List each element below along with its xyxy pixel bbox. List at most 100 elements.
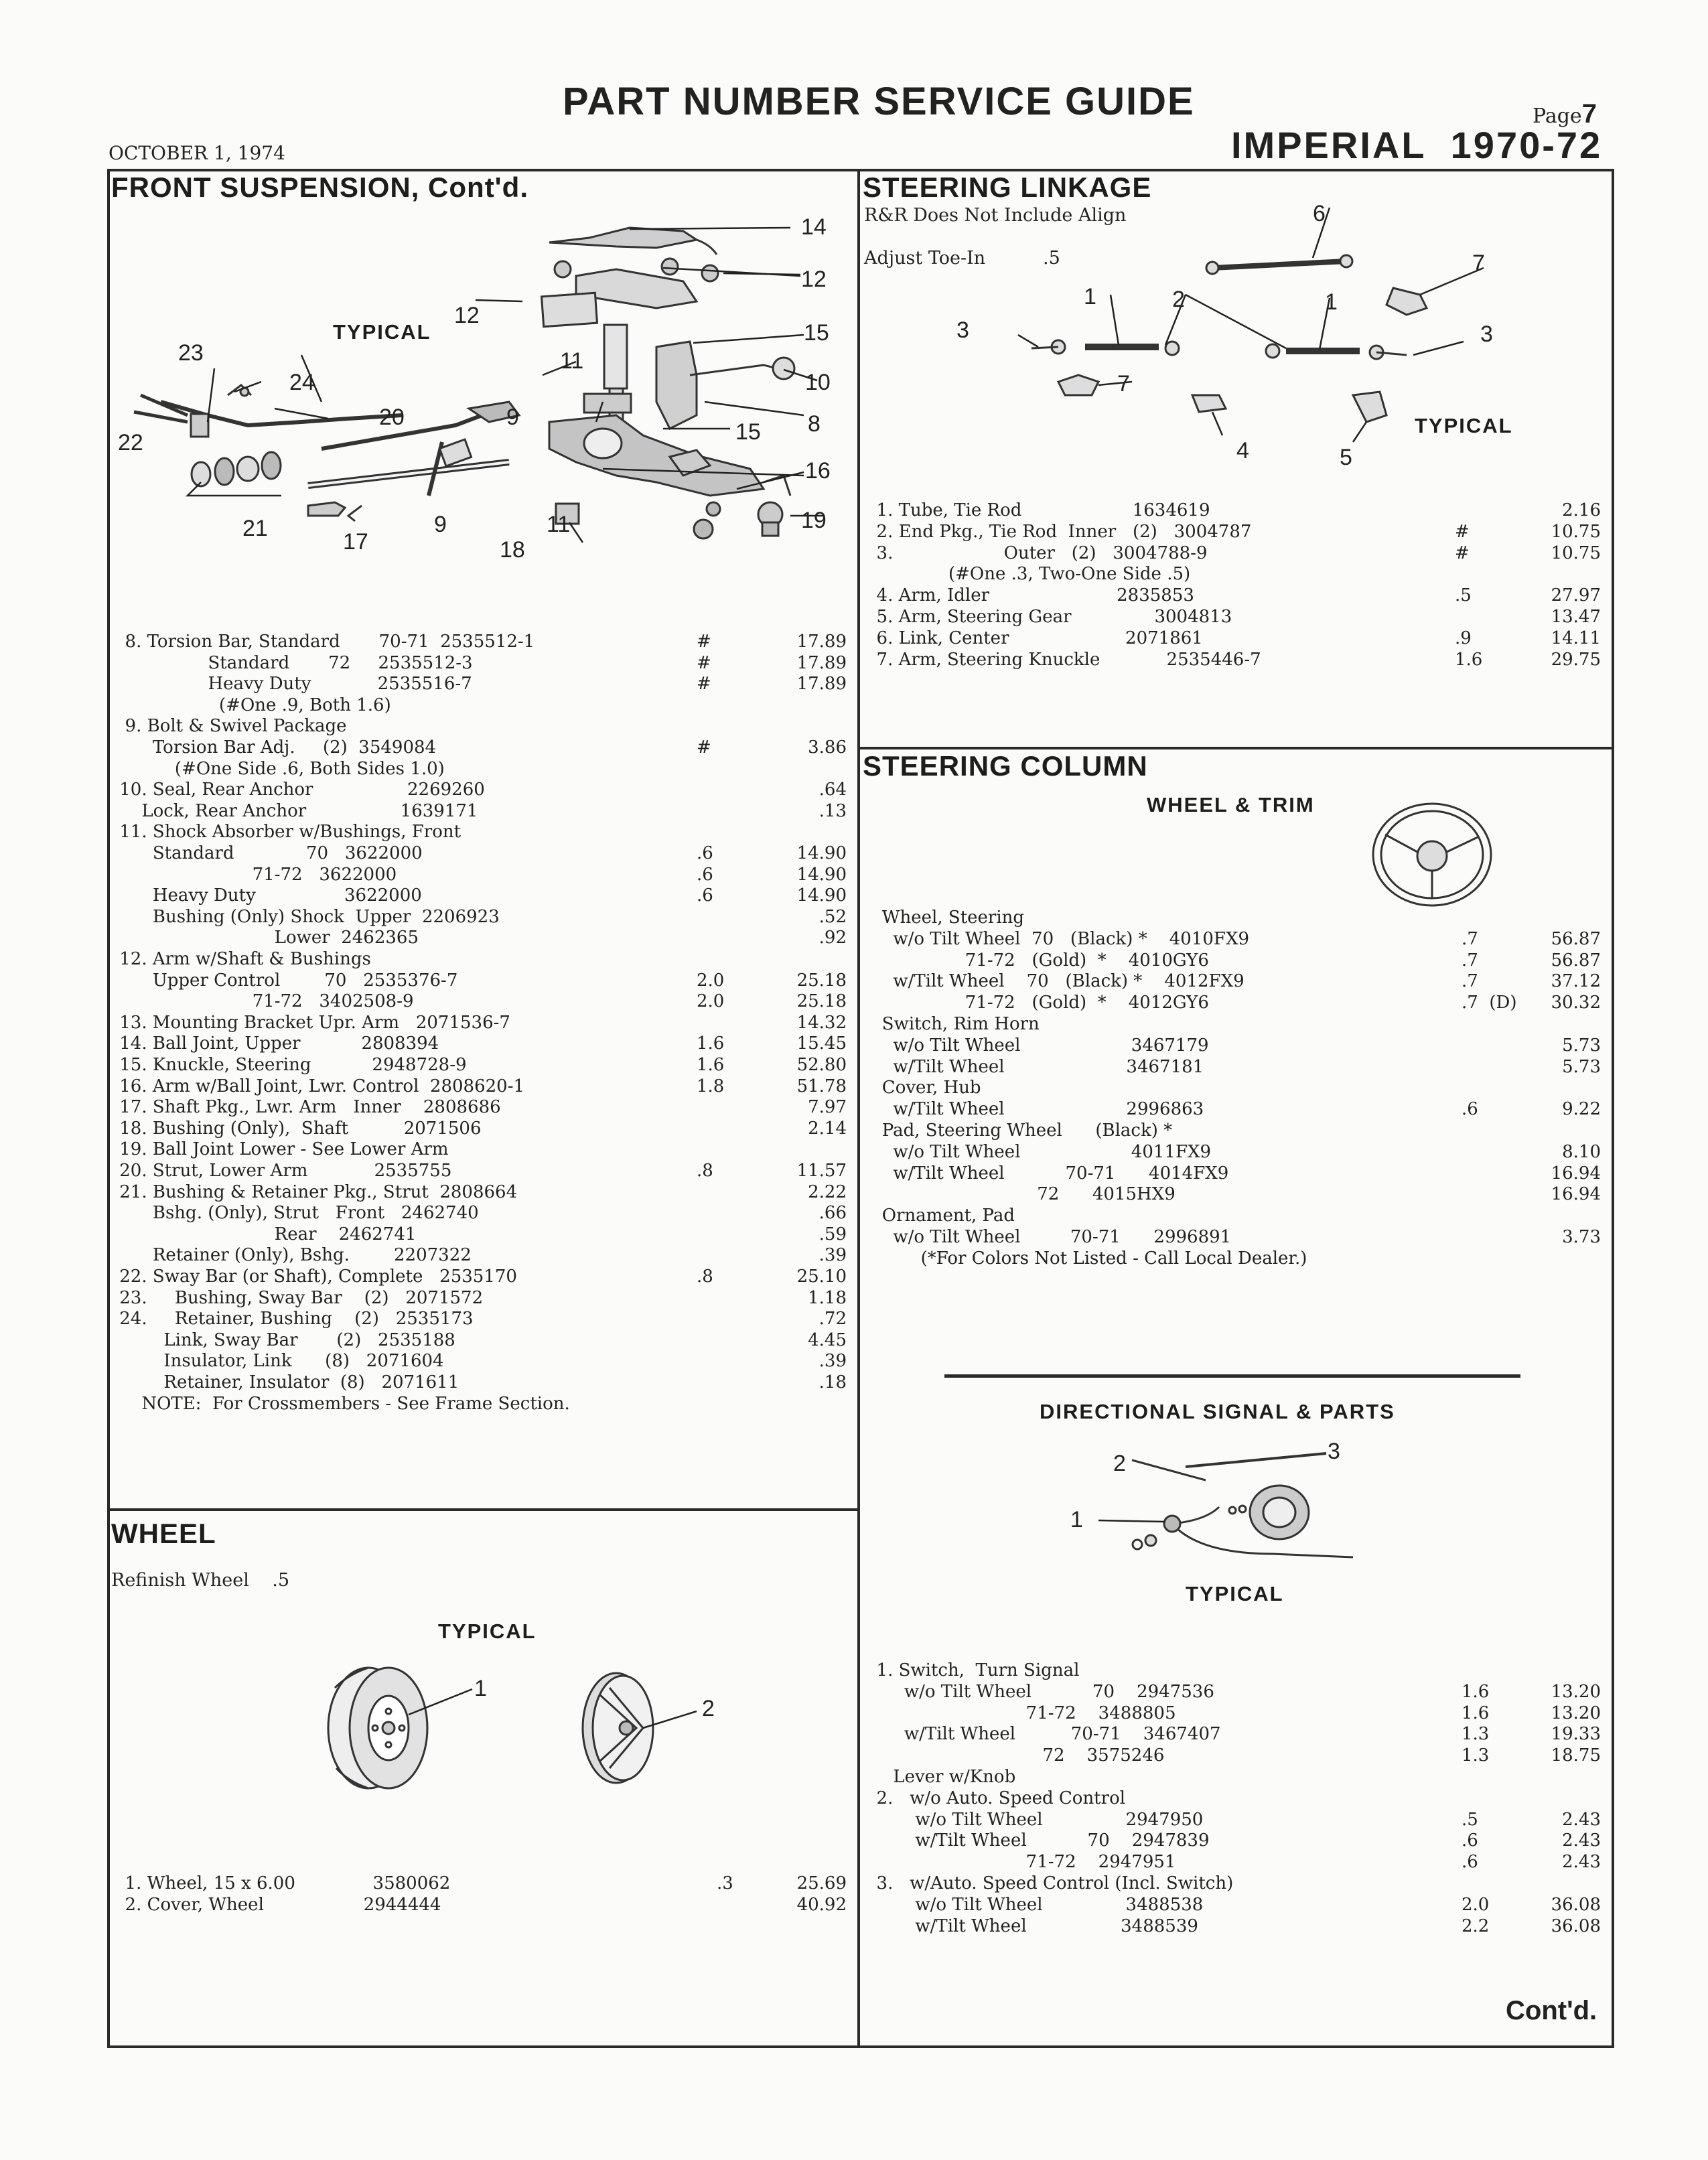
front-suspension-diagram-caption: TYPICAL [333,320,431,344]
labor-time: .5 [1462,1809,1478,1830]
linkage-note-toe: Adjust Toe-In .5 [864,248,1060,269]
part-description: 72 3575246 [865,1745,1165,1766]
part-row: 9. Bolt & Swivel Package [114,715,856,737]
directional-signal-parts-list: 1. Switch, Turn Signal w/o Tilt Wheel 70… [865,1660,1612,1936]
labor-time: .8 [697,1267,713,1287]
signal-callout-2: 2 [1113,1451,1126,1476]
front-suspension-title: FRONT SUSPENSION, Cont'd. [111,171,528,203]
callout-12: 12 [801,267,827,292]
labor-time: # [1455,521,1470,542]
part-description: Heavy Duty 2535516-7 [114,674,472,695]
list-price: 2.16 [1562,500,1601,520]
part-description: (#One Side .6, Both Sides 1.0) [114,758,445,779]
callout-8: 8 [808,411,821,437]
part-description: Ornament, Pad [865,1206,1015,1226]
list-price: 11.57 [796,1161,847,1181]
part-row: 12. Arm w/Shaft & Bushings [114,948,856,970]
labor-time: # [697,632,711,652]
column-section-divider [857,747,1614,749]
callout-24: 24 [289,370,315,395]
part-description: 8. Torsion Bar, Standard 70-71 2535512-1 [114,632,535,652]
callout-23: 23 [178,340,204,366]
part-row: (*For Colors Not Listed - Call Local Dea… [865,1248,1612,1269]
list-price: 10.75 [1551,521,1601,542]
labor-time: 1.3 [1462,1745,1490,1766]
list-price: 17.89 [796,632,847,652]
list-price: 1.18 [808,1287,847,1308]
part-description: 9. Bolt & Swivel Package [114,716,347,737]
part-description: w/Tilt Wheel 70 2947839 [865,1830,1210,1851]
labor-time: .6 [1462,1852,1478,1873]
list-price: 27.97 [1551,585,1601,606]
part-row: Switch, Rim Horn [865,1013,1612,1035]
part-description: 23. Bushing, Sway Bar (2) 2071572 [114,1287,484,1308]
part-description: w/o Tilt Wheel 3488538 [865,1894,1204,1915]
part-description: Insulator, Link (8) 2071604 [114,1351,444,1372]
list-price: 13.20 [1551,1681,1601,1702]
wheel-title: WHEEL [111,1518,216,1549]
callout-19: 19 [801,508,827,533]
part-row: 10. Seal, Rear Anchor 2269260.64 [114,779,856,800]
list-price: 17.89 [796,652,847,673]
part-row: Cover, Hub [865,1077,1612,1098]
list-price: 25.18 [796,970,847,991]
part-description: 12. Arm w/Shaft & Bushings [114,949,371,969]
part-description: Cover, Hub [865,1078,981,1098]
callout-9a: 9 [506,405,519,430]
part-row: Torsion Bar Adj. (2) 3549084#3.86 [114,737,856,758]
part-row: Rear 2462741.59 [114,1224,856,1245]
labor-time: 2.0 [1462,1894,1490,1915]
part-description: 1. Wheel, 15 x 6.00 3580062 [114,1873,451,1893]
part-row: (#One .9, Both 1.6) [114,695,856,716]
part-row: 21. Bushing & Retainer Pkg., Strut 28086… [114,1181,856,1203]
list-price: 18.75 [1551,1745,1601,1766]
part-description: 71-72 3622000 [114,864,397,885]
list-price: 2.14 [808,1118,847,1139]
part-row: Standard 72 2535512-3#17.89 [114,652,856,674]
labor-time: .5 [1455,585,1472,606]
part-description: 3. w/Auto. Speed Control (Incl. Switch) [865,1873,1234,1893]
part-row: 24. Retainer, Bushing (2) 2535173.72 [114,1308,856,1329]
part-row: Ornament, Pad [865,1205,1612,1226]
part-row: Heavy Duty 2535516-7#17.89 [114,673,856,695]
linkage-callout-1b: 1 [1325,289,1338,315]
list-price: .18 [819,1372,847,1392]
list-price: 8.10 [1562,1141,1601,1162]
part-description: w/Tilt Wheel 70 (Black) * 4012FX9 [865,971,1244,992]
list-price: 51.78 [796,1076,847,1096]
part-description: 19. Ball Joint Lower - See Lower Arm [114,1139,449,1160]
labor-time: # [697,674,711,695]
labor-time: # [1455,543,1470,563]
labor-time: # [697,737,711,758]
callout-9b: 9 [434,512,447,537]
labor-time: 1.3 [1462,1724,1490,1745]
linkage-callout-5: 5 [1340,445,1352,470]
list-price: 52.80 [796,1055,847,1075]
wheel-diagram-caption: TYPICAL [438,1619,537,1643]
part-row: Bshg. (Only), Strut Front 2462740.66 [114,1202,856,1224]
list-price: 4.45 [808,1329,847,1350]
part-description: Wheel, Steering [865,908,1025,928]
part-description: 72 4015HX9 [865,1184,1176,1205]
list-price: 40.92 [796,1894,847,1915]
linkage-callout-1a: 1 [1084,284,1096,309]
list-price: .92 [819,928,847,948]
labor-time: .6 [697,843,713,863]
wheel-callout-1: 1 [474,1676,487,1701]
page-number-value: 7 [1581,99,1597,129]
labor-time: 1.6 [1462,1703,1490,1723]
wheel-divider [107,1508,859,1511]
part-description: Lever w/Knob [865,1767,1016,1787]
part-description: w/Tilt Wheel 70-71 4014FX9 [865,1163,1229,1183]
